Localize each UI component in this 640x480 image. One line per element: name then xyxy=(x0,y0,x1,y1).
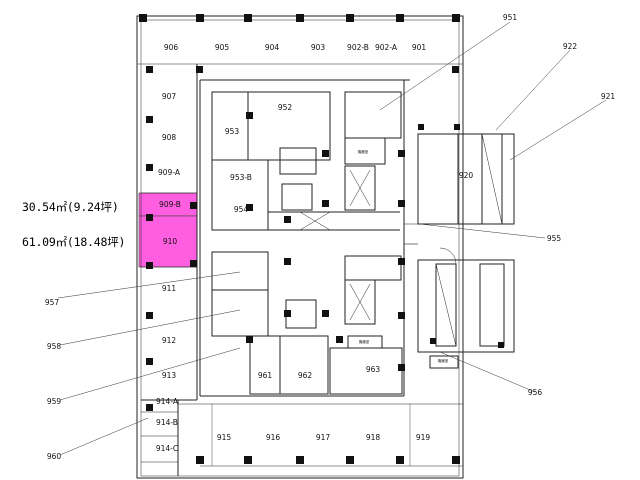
room-908-label: 908 xyxy=(162,133,177,142)
room-961-label: 961 xyxy=(258,371,273,380)
room-918-label: 918 xyxy=(366,433,381,442)
callout-951: 951 xyxy=(503,13,518,22)
unit-910-highlight[interactable] xyxy=(138,215,198,268)
room-916-label: 916 xyxy=(266,433,281,442)
callout-958: 958 xyxy=(47,342,62,351)
room-913-label: 913 xyxy=(162,371,177,380)
room-902a-label: 902-A xyxy=(375,43,398,52)
room-910-label: 910 xyxy=(163,237,178,246)
room-903-label: 903 xyxy=(311,43,326,52)
room-labels: 906 905 904 903 902-B 902-A 901 907 908 … xyxy=(156,43,474,453)
room-962-label: 962 xyxy=(298,371,313,380)
room-919-label: 919 xyxy=(416,433,431,442)
room-914b-label: 914-B xyxy=(156,418,178,427)
service-room-label: 機器室 xyxy=(358,149,369,154)
callout-960: 960 xyxy=(47,452,62,461)
structural-columns xyxy=(139,14,504,464)
service-labels: 機器室 機器室 機器室 xyxy=(358,149,449,363)
service-room-label: 機器室 xyxy=(359,339,370,344)
room-915-label: 915 xyxy=(217,433,232,442)
callout-956: 956 xyxy=(528,388,543,397)
room-963-label: 963 xyxy=(366,365,381,374)
room-911-label: 911 xyxy=(162,284,177,293)
room-953b-label: 953-B xyxy=(230,173,252,182)
room-952-label: 952 xyxy=(278,103,293,112)
room-904-label: 904 xyxy=(265,43,280,52)
room-912-label: 912 xyxy=(162,336,177,345)
callout-922: 922 xyxy=(563,42,578,51)
area-label-910: 61.09㎡(18.48坪) xyxy=(22,235,126,249)
callout-959: 959 xyxy=(47,397,62,406)
room-902b-label: 902-B xyxy=(347,43,369,52)
room-905-label: 905 xyxy=(215,43,230,52)
room-917-label: 917 xyxy=(316,433,331,442)
callout-921: 921 xyxy=(601,92,616,101)
callout-957: 957 xyxy=(45,298,60,307)
room-901-label: 901 xyxy=(412,43,427,52)
service-room-label: 機器室 xyxy=(438,358,449,363)
callout-labels: 951 922 921 955 956 957 958 959 960 xyxy=(45,13,616,461)
room-914c-label: 914-C xyxy=(156,444,178,453)
room-953-label: 953 xyxy=(225,127,240,136)
room-909a-label: 909-A xyxy=(158,168,181,177)
room-954-label: 954 xyxy=(234,205,249,214)
building-walls xyxy=(136,15,515,479)
room-914a-label: 914-A xyxy=(156,397,179,406)
room-906-label: 906 xyxy=(164,43,179,52)
callout-leaders xyxy=(57,21,607,456)
area-label-909b: 30.54㎡(9.24坪) xyxy=(22,200,119,214)
room-920-label: 920 xyxy=(459,171,474,180)
room-909b-label: 909-B xyxy=(159,200,181,209)
callout-955: 955 xyxy=(547,234,562,243)
room-907-label: 907 xyxy=(162,92,177,101)
